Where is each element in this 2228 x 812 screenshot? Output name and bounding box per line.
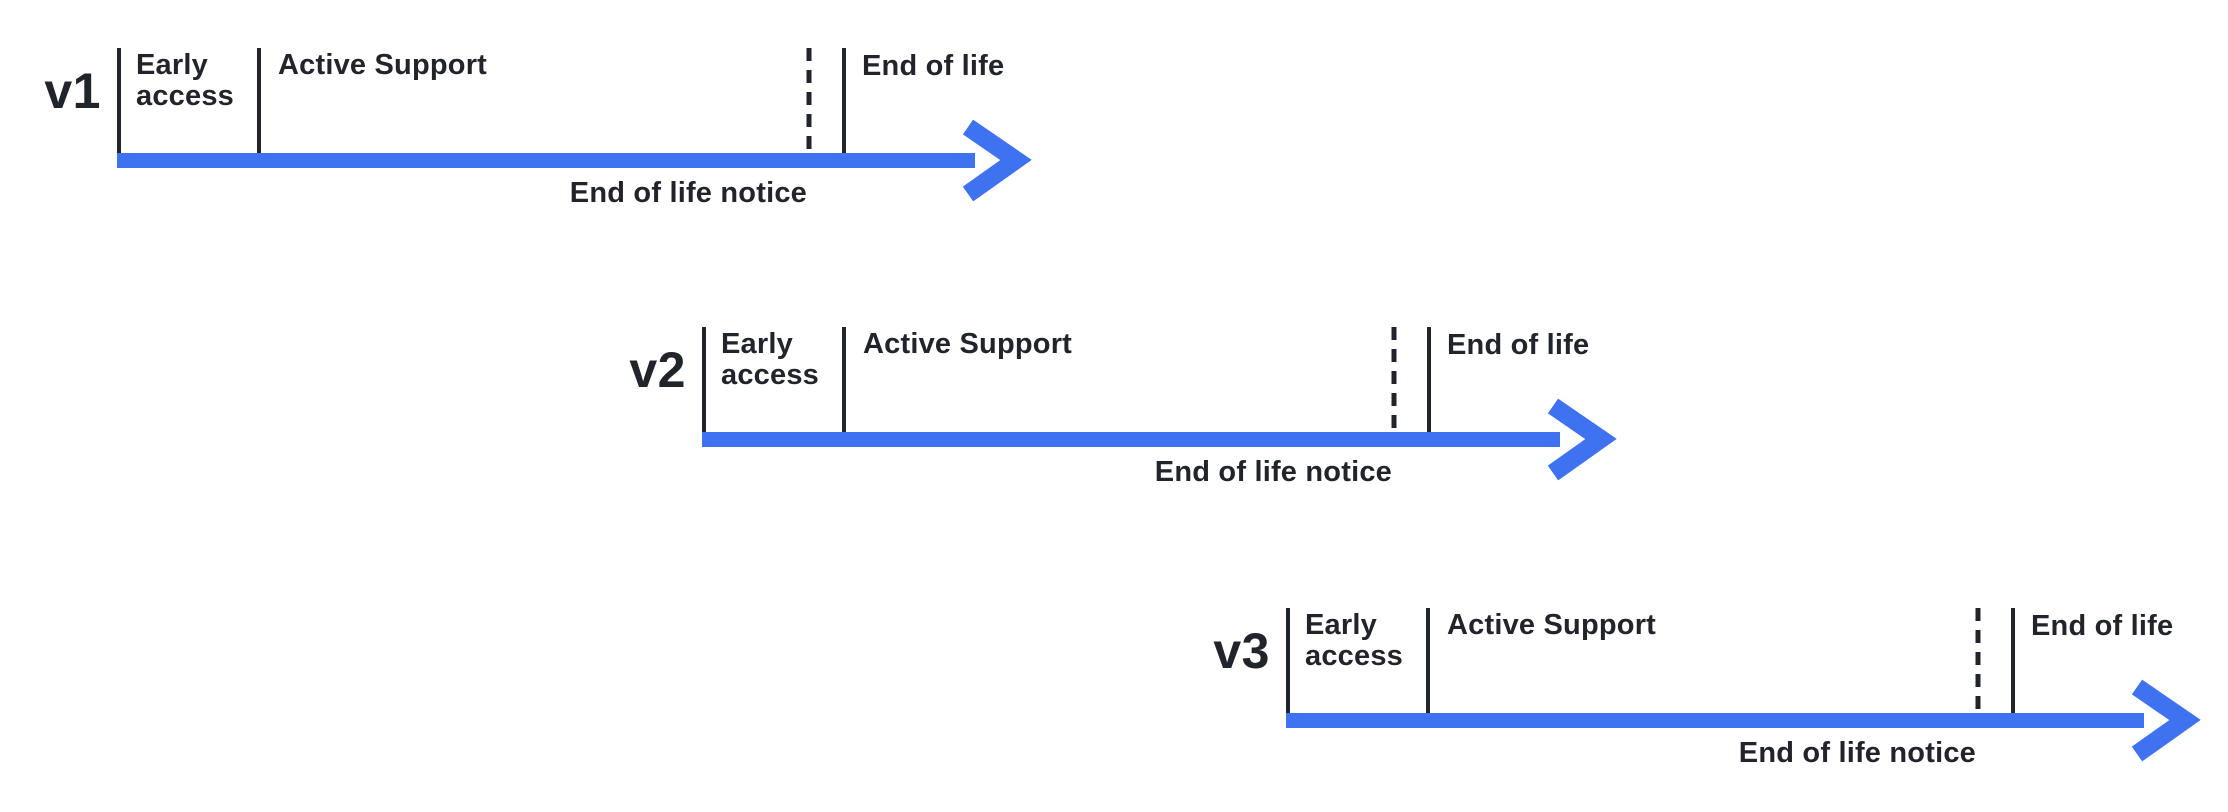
version-label: v2 (629, 342, 686, 398)
end-of-life-notice-label: End of life notice (569, 177, 807, 209)
version-label: v3 (1213, 623, 1270, 679)
timeline-row-v2: v2 Early access Active Support End of li… (0, 327, 2228, 517)
end-of-life-label: End of life (1447, 329, 1590, 361)
timeline-graphic (1286, 608, 2201, 762)
timeline-graphic (702, 327, 1617, 481)
timeline-arrowhead (1547, 398, 1617, 481)
early-access-label: Early access (1305, 609, 1403, 672)
timeline-arrowhead (2131, 679, 2201, 762)
end-of-life-label: End of life (862, 50, 1005, 82)
active-support-label: Active Support (1447, 609, 1657, 641)
timeline-row-v3: v3 Early access Active Support End of li… (0, 608, 2228, 798)
timeline-bar (702, 432, 1560, 447)
timeline-arrowhead (962, 119, 1032, 202)
end-of-life-label: End of life (2031, 610, 2174, 642)
early-access-label: Early access (136, 49, 234, 112)
timeline-bar (1286, 713, 2144, 728)
timeline-graphic (117, 48, 1032, 202)
version-label: v1 (44, 63, 101, 119)
timeline-bar (117, 153, 975, 168)
active-support-label: Active Support (278, 49, 488, 81)
active-support-label: Active Support (863, 328, 1073, 360)
timeline-row-v1: v1 Early access Active Support End of li… (0, 48, 2228, 238)
early-access-label: Early access (721, 328, 819, 391)
end-of-life-notice-label: End of life notice (1738, 737, 1976, 769)
end-of-life-notice-label: End of life notice (1154, 456, 1392, 488)
